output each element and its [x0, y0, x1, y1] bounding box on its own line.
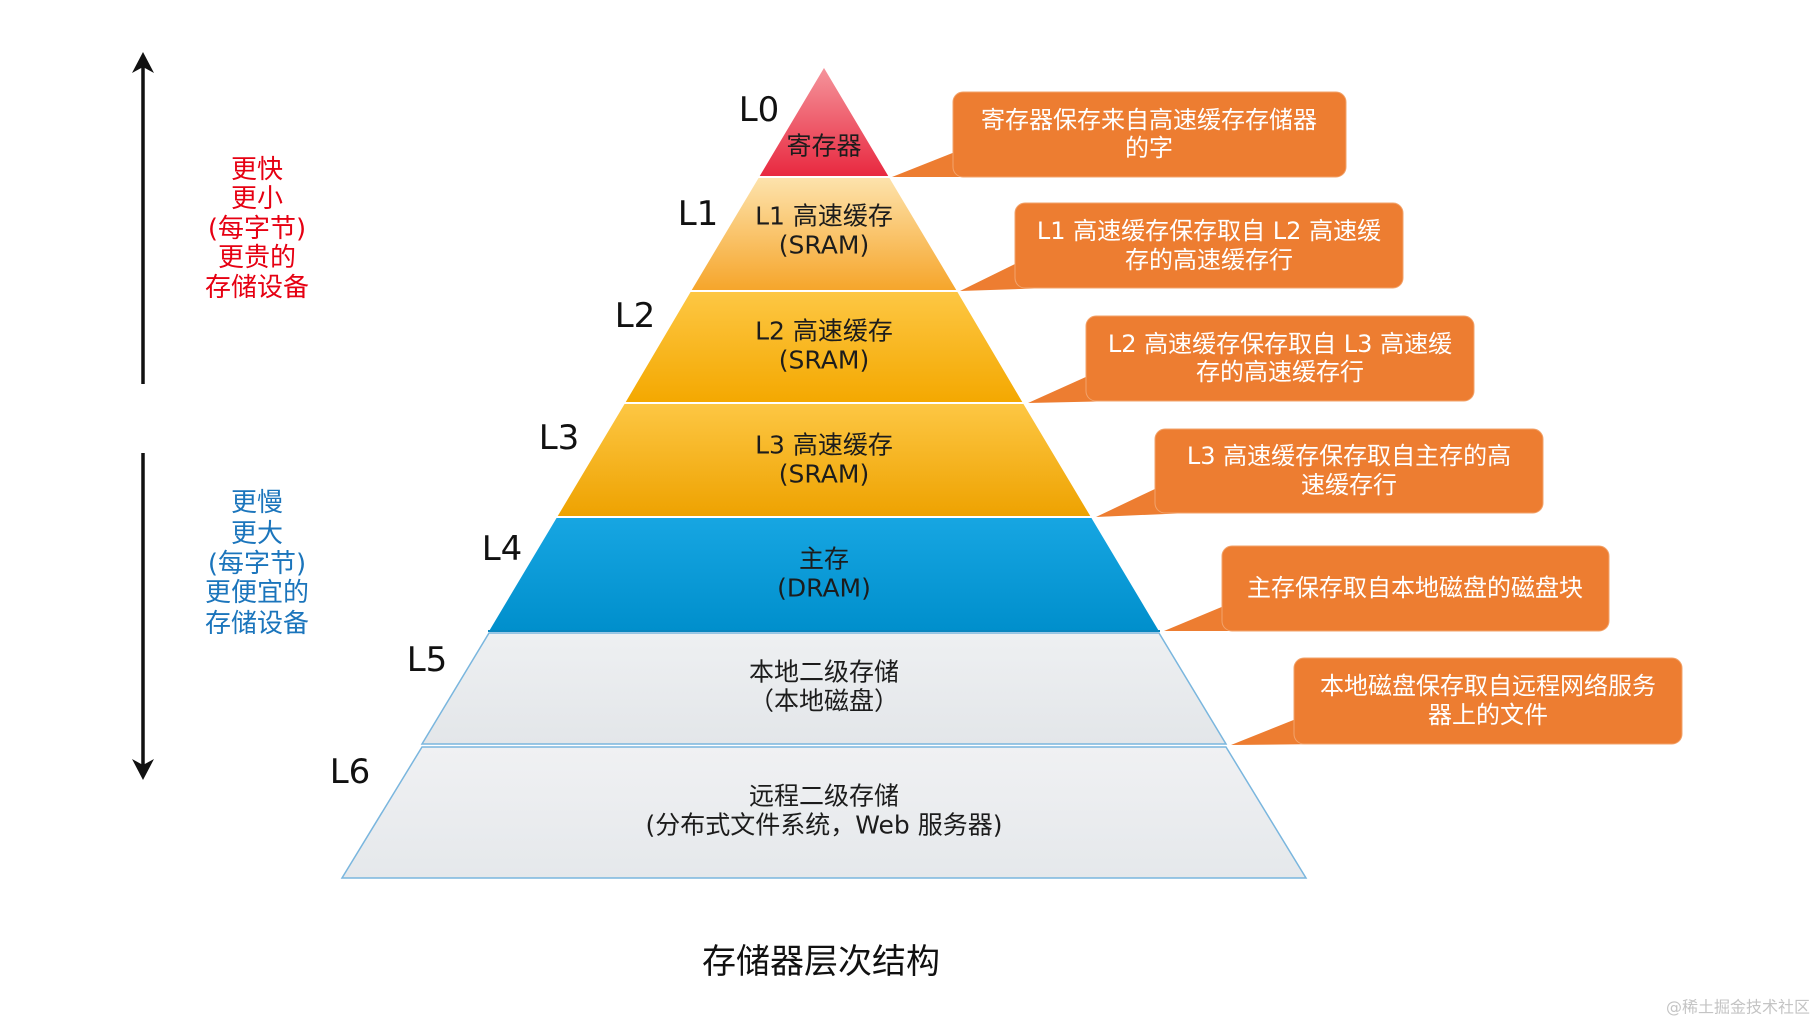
- lower-side-line: 存储设备: [205, 609, 309, 639]
- lower-side-line: (每字节): [208, 549, 306, 579]
- callout-l0: 寄存器保存来自高速缓存存储器 的字: [892, 91, 1347, 178]
- band-l6-text: 远程二级存储: [749, 782, 899, 811]
- band-l5-subtext: （本地磁盘）: [749, 687, 899, 716]
- band-l4-text: 主存: [799, 545, 849, 574]
- lower-side-line: 更便宜的: [205, 578, 309, 608]
- upper-side-line: 更小: [231, 184, 283, 214]
- band-l2-subtext: (SRAM): [779, 346, 869, 375]
- level-label-l6: L6: [330, 752, 371, 792]
- band-l3-subtext: (SRAM): [779, 460, 869, 489]
- upper-side-text: 更快 更小 (每字节) 更贵的 存储设备: [205, 155, 309, 303]
- callout-text-line: 器上的文件: [1428, 701, 1548, 729]
- upper-side-line: 存储设备: [205, 273, 309, 303]
- callout-box: [1014, 202, 1404, 289]
- faster-arrow: [132, 52, 154, 384]
- callout-text-line: 的字: [1125, 134, 1173, 162]
- band-l6-subtext: (分布式文件系统，Web 服务器): [646, 811, 1003, 840]
- band-l3-text: L3 高速缓存: [755, 431, 893, 460]
- arrow-up-icon: [132, 52, 154, 73]
- band-texts: 寄存器 L1 高速缓存 (SRAM) L2 高速缓存 (SRAM) L3 高速缓…: [646, 132, 1003, 840]
- slower-arrow: [132, 453, 154, 780]
- callout-l4: 主存保存取自本地磁盘的磁盘块: [1164, 545, 1610, 632]
- band-l6-remote-storage: [340, 746, 1308, 879]
- callout-text-line: 寄存器保存来自高速缓存存储器: [981, 106, 1317, 134]
- callout-l1: L1 高速缓存保存取自 L2 高速缓 存的高速缓存行: [960, 202, 1404, 291]
- band-l1-subtext: (SRAM): [779, 231, 869, 260]
- band-l2-text: L2 高速缓存: [755, 317, 893, 346]
- callout-box: [1085, 315, 1475, 402]
- band-l4-subtext: (DRAM): [777, 574, 871, 603]
- callout-text-line: 存的高速缓存行: [1125, 246, 1293, 274]
- callout-text-line: 存的高速缓存行: [1196, 358, 1364, 386]
- upper-side-line: 更快: [231, 155, 283, 185]
- upper-side-line: (每字节): [208, 214, 306, 244]
- level-label-l2: L2: [615, 296, 656, 336]
- upper-side-line: 更贵的: [218, 243, 296, 273]
- band-l5-text: 本地二级存储: [749, 658, 899, 687]
- level-label-l1: L1: [678, 194, 719, 234]
- callout-text-line: L1 高速缓存保存取自 L2 高速缓: [1037, 217, 1381, 245]
- callout-l5: 本地磁盘保存取自远程网络服务 器上的文件: [1231, 657, 1683, 745]
- watermark: @稀土掘金技术社区: [1666, 998, 1810, 1017]
- band-l0-text: 寄存器: [786, 132, 861, 161]
- callout-l2: L2 高速缓存保存取自 L3 高速缓 存的高速缓存行: [1028, 315, 1475, 403]
- callout-text-line: L2 高速缓存保存取自 L3 高速缓: [1108, 330, 1452, 358]
- pyramid: [340, 64, 1308, 879]
- callout-text-line: 主存保存取自本地磁盘的磁盘块: [1247, 574, 1583, 602]
- lower-side-line: 更慢: [231, 488, 283, 518]
- callout-box: [952, 91, 1347, 178]
- diagram-title: 存储器层次结构: [702, 942, 940, 982]
- callout-text-line: 速缓存行: [1301, 471, 1397, 499]
- level-label-l5: L5: [407, 640, 448, 680]
- level-label-l3: L3: [539, 418, 580, 458]
- lower-side-line: 更大: [231, 519, 283, 549]
- band-l1-text: L1 高速缓存: [755, 202, 893, 231]
- callout-box: [1293, 657, 1683, 745]
- callout-text-line: 本地磁盘保存取自远程网络服务: [1320, 672, 1656, 700]
- callout-box: [1154, 428, 1544, 514]
- callout-l3: L3 高速缓存保存取自主存的高 速缓存行: [1096, 428, 1544, 517]
- arrow-down-icon: [132, 759, 154, 780]
- level-label-l4: L4: [482, 529, 523, 569]
- level-label-l0: L0: [739, 90, 780, 130]
- lower-side-text: 更慢 更大 (每字节) 更便宜的 存储设备: [205, 488, 309, 639]
- band-l5-local-storage: [420, 632, 1228, 745]
- callout-box: [1221, 545, 1610, 632]
- callout-text-line: L3 高速缓存保存取自主存的高: [1187, 442, 1511, 470]
- level-labels: L0 L1 L2 L3 L4 L5 L6: [330, 90, 780, 792]
